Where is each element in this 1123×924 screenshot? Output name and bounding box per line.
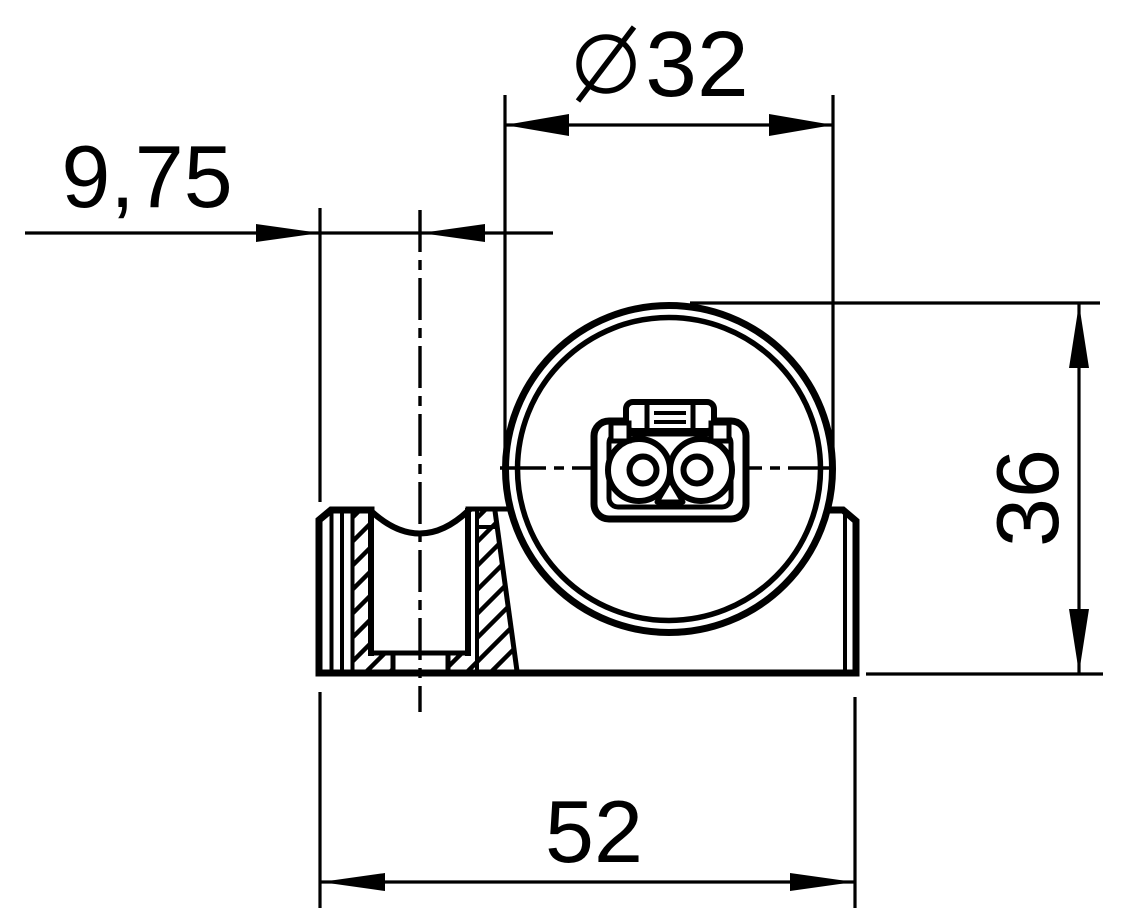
offset-dimension-text: 9,75 [61, 127, 232, 226]
height-dimension-text: 36 [978, 449, 1077, 547]
connector-right-pin [680, 453, 714, 487]
diameter-symbol [575, 25, 637, 103]
connector-top-tab [623, 399, 717, 434]
diameter-dimension-text: 32 [645, 12, 748, 116]
socket-outer-slant [492, 508, 520, 674]
offset-arrow-left [256, 224, 320, 242]
connector-key-notch [654, 477, 686, 505]
dimension-offset-975: 9,75 [25, 127, 553, 502]
connector-left-pin [626, 453, 660, 487]
diameter-arrow-right [769, 114, 833, 136]
height-arrow-bottom [1069, 609, 1089, 673]
connector-shoulder-right [708, 420, 732, 444]
width-arrow-right [790, 873, 854, 891]
height-arrow-top [1069, 304, 1089, 368]
width-dimension-text: 52 [545, 782, 643, 881]
connector-inlet [590, 399, 750, 523]
offset-arrow-right [421, 224, 485, 242]
dimension-diameter-32: 32 [503, 12, 835, 466]
diameter-arrow-left [505, 114, 569, 136]
width-arrow-left [321, 873, 385, 891]
dimension-width-52: 52 [318, 692, 857, 908]
dimension-height-36: 36 [690, 301, 1103, 676]
connector-shoulder-left [608, 420, 632, 444]
